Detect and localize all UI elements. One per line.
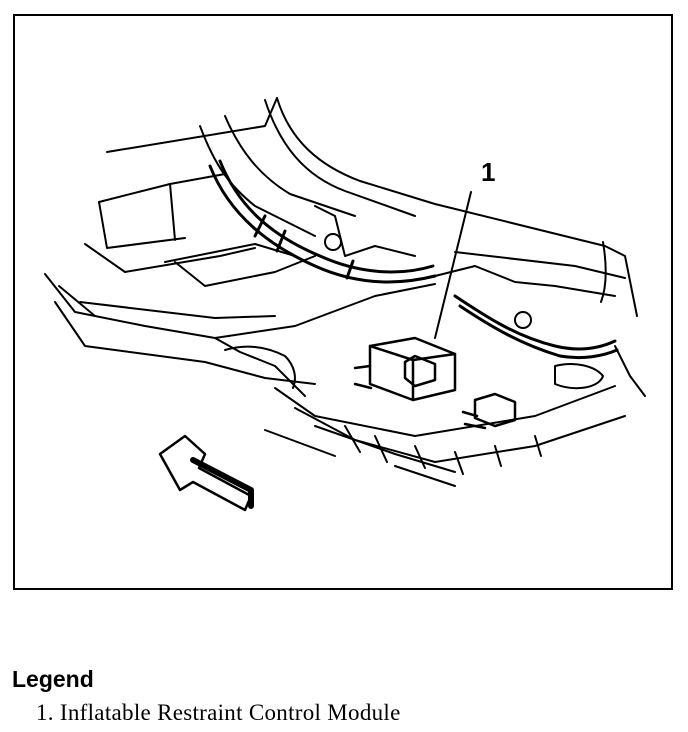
wiring-harness-left bbox=[208, 159, 437, 284]
forward-direction-arrow bbox=[158, 434, 254, 512]
legend-item: 1. Inflatable Restraint Control Module bbox=[36, 700, 401, 725]
diagram-frame: 1 bbox=[13, 14, 673, 590]
center-pillar bbox=[199, 97, 436, 257]
right-pillar bbox=[434, 203, 638, 390]
callout-number-1: 1 bbox=[481, 157, 496, 187]
front-floor-panel bbox=[264, 345, 646, 487]
rear-floor-section bbox=[84, 97, 316, 287]
callout-1-leader bbox=[434, 191, 472, 339]
inflatable-restraint-control-module bbox=[353, 336, 517, 430]
floor-pan-illustration bbox=[44, 97, 646, 512]
rocker-sill bbox=[44, 273, 436, 397]
legend-title: Legend bbox=[12, 666, 94, 692]
